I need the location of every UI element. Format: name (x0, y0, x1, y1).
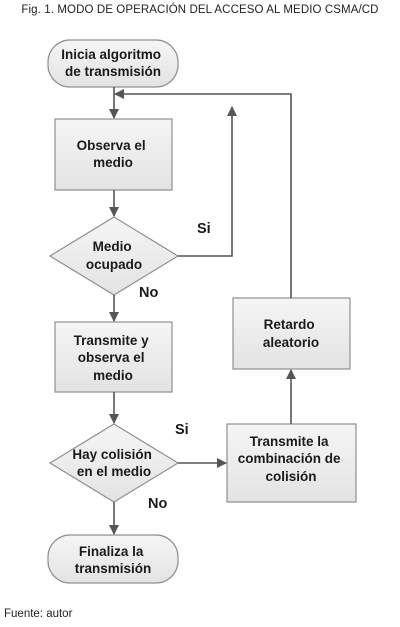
collision-yes-label: Si (175, 422, 189, 438)
observe-process (54, 118, 173, 191)
observe-label: Observa el medio (77, 138, 150, 170)
source-note: Fuente: autor (4, 608, 73, 620)
figure-caption: Fig. 1. MODO DE OPERACIÓN DEL ACCESO AL … (21, 4, 379, 16)
end-label: Finaliza la transmisión (75, 544, 152, 576)
collision-decision (48, 423, 180, 503)
busy-decision (48, 216, 180, 296)
backoff-process (232, 297, 351, 370)
jam-label: Transmite la combinación de colisión (238, 434, 345, 484)
start-label: Inicia algoritmo de transmisión (61, 47, 165, 79)
end-terminal (47, 534, 179, 584)
transmit-process (54, 321, 173, 393)
busy-yes-label: Si (197, 221, 211, 237)
start-terminal (47, 39, 179, 88)
busy-no-label: No (139, 285, 158, 301)
busy-label: Medio ocupado (86, 239, 142, 272)
arrow-busy-yes-loop (178, 106, 237, 257)
transmit-label: Transmite y observa el medio (74, 333, 153, 383)
collision-label: Hay colisión en el medio (72, 447, 155, 479)
backoff-label: Retardo aleatorio (263, 317, 319, 350)
arrow-backoff-loop (114, 89, 292, 298)
collision-no-label: No (148, 496, 167, 512)
